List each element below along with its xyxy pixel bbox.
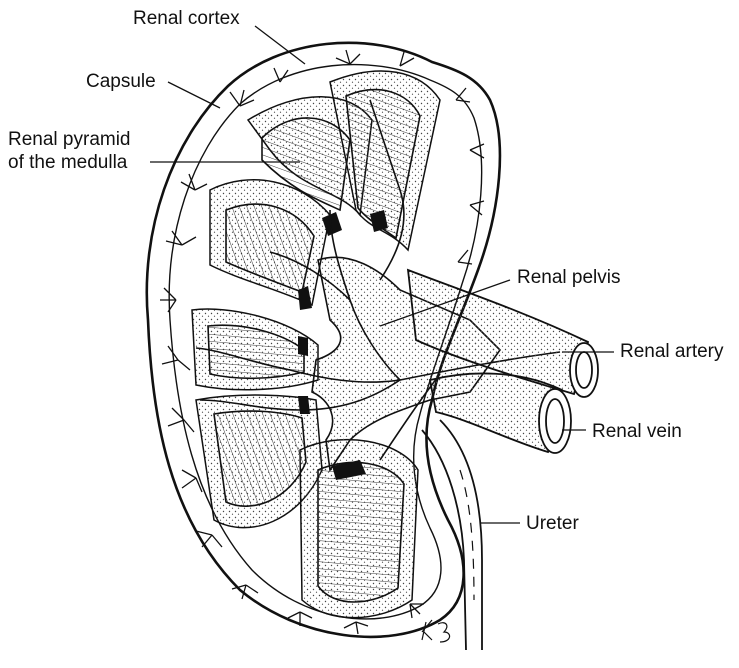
label-renal-pyramid-line2: of the medulla	[8, 151, 127, 174]
label-renal-artery: Renal artery	[620, 340, 724, 363]
label-renal-vein: Renal vein	[592, 420, 682, 443]
label-capsule: Capsule	[86, 70, 156, 93]
renal-vein-tube	[430, 373, 571, 453]
label-renal-cortex: Renal cortex	[133, 7, 240, 30]
leader-capsule	[168, 82, 220, 108]
pyramid-6	[318, 462, 404, 602]
label-renal-pyramid-line1: Renal pyramid	[8, 128, 131, 151]
label-ureter: Ureter	[526, 512, 579, 535]
label-renal-pelvis: Renal pelvis	[517, 266, 621, 289]
